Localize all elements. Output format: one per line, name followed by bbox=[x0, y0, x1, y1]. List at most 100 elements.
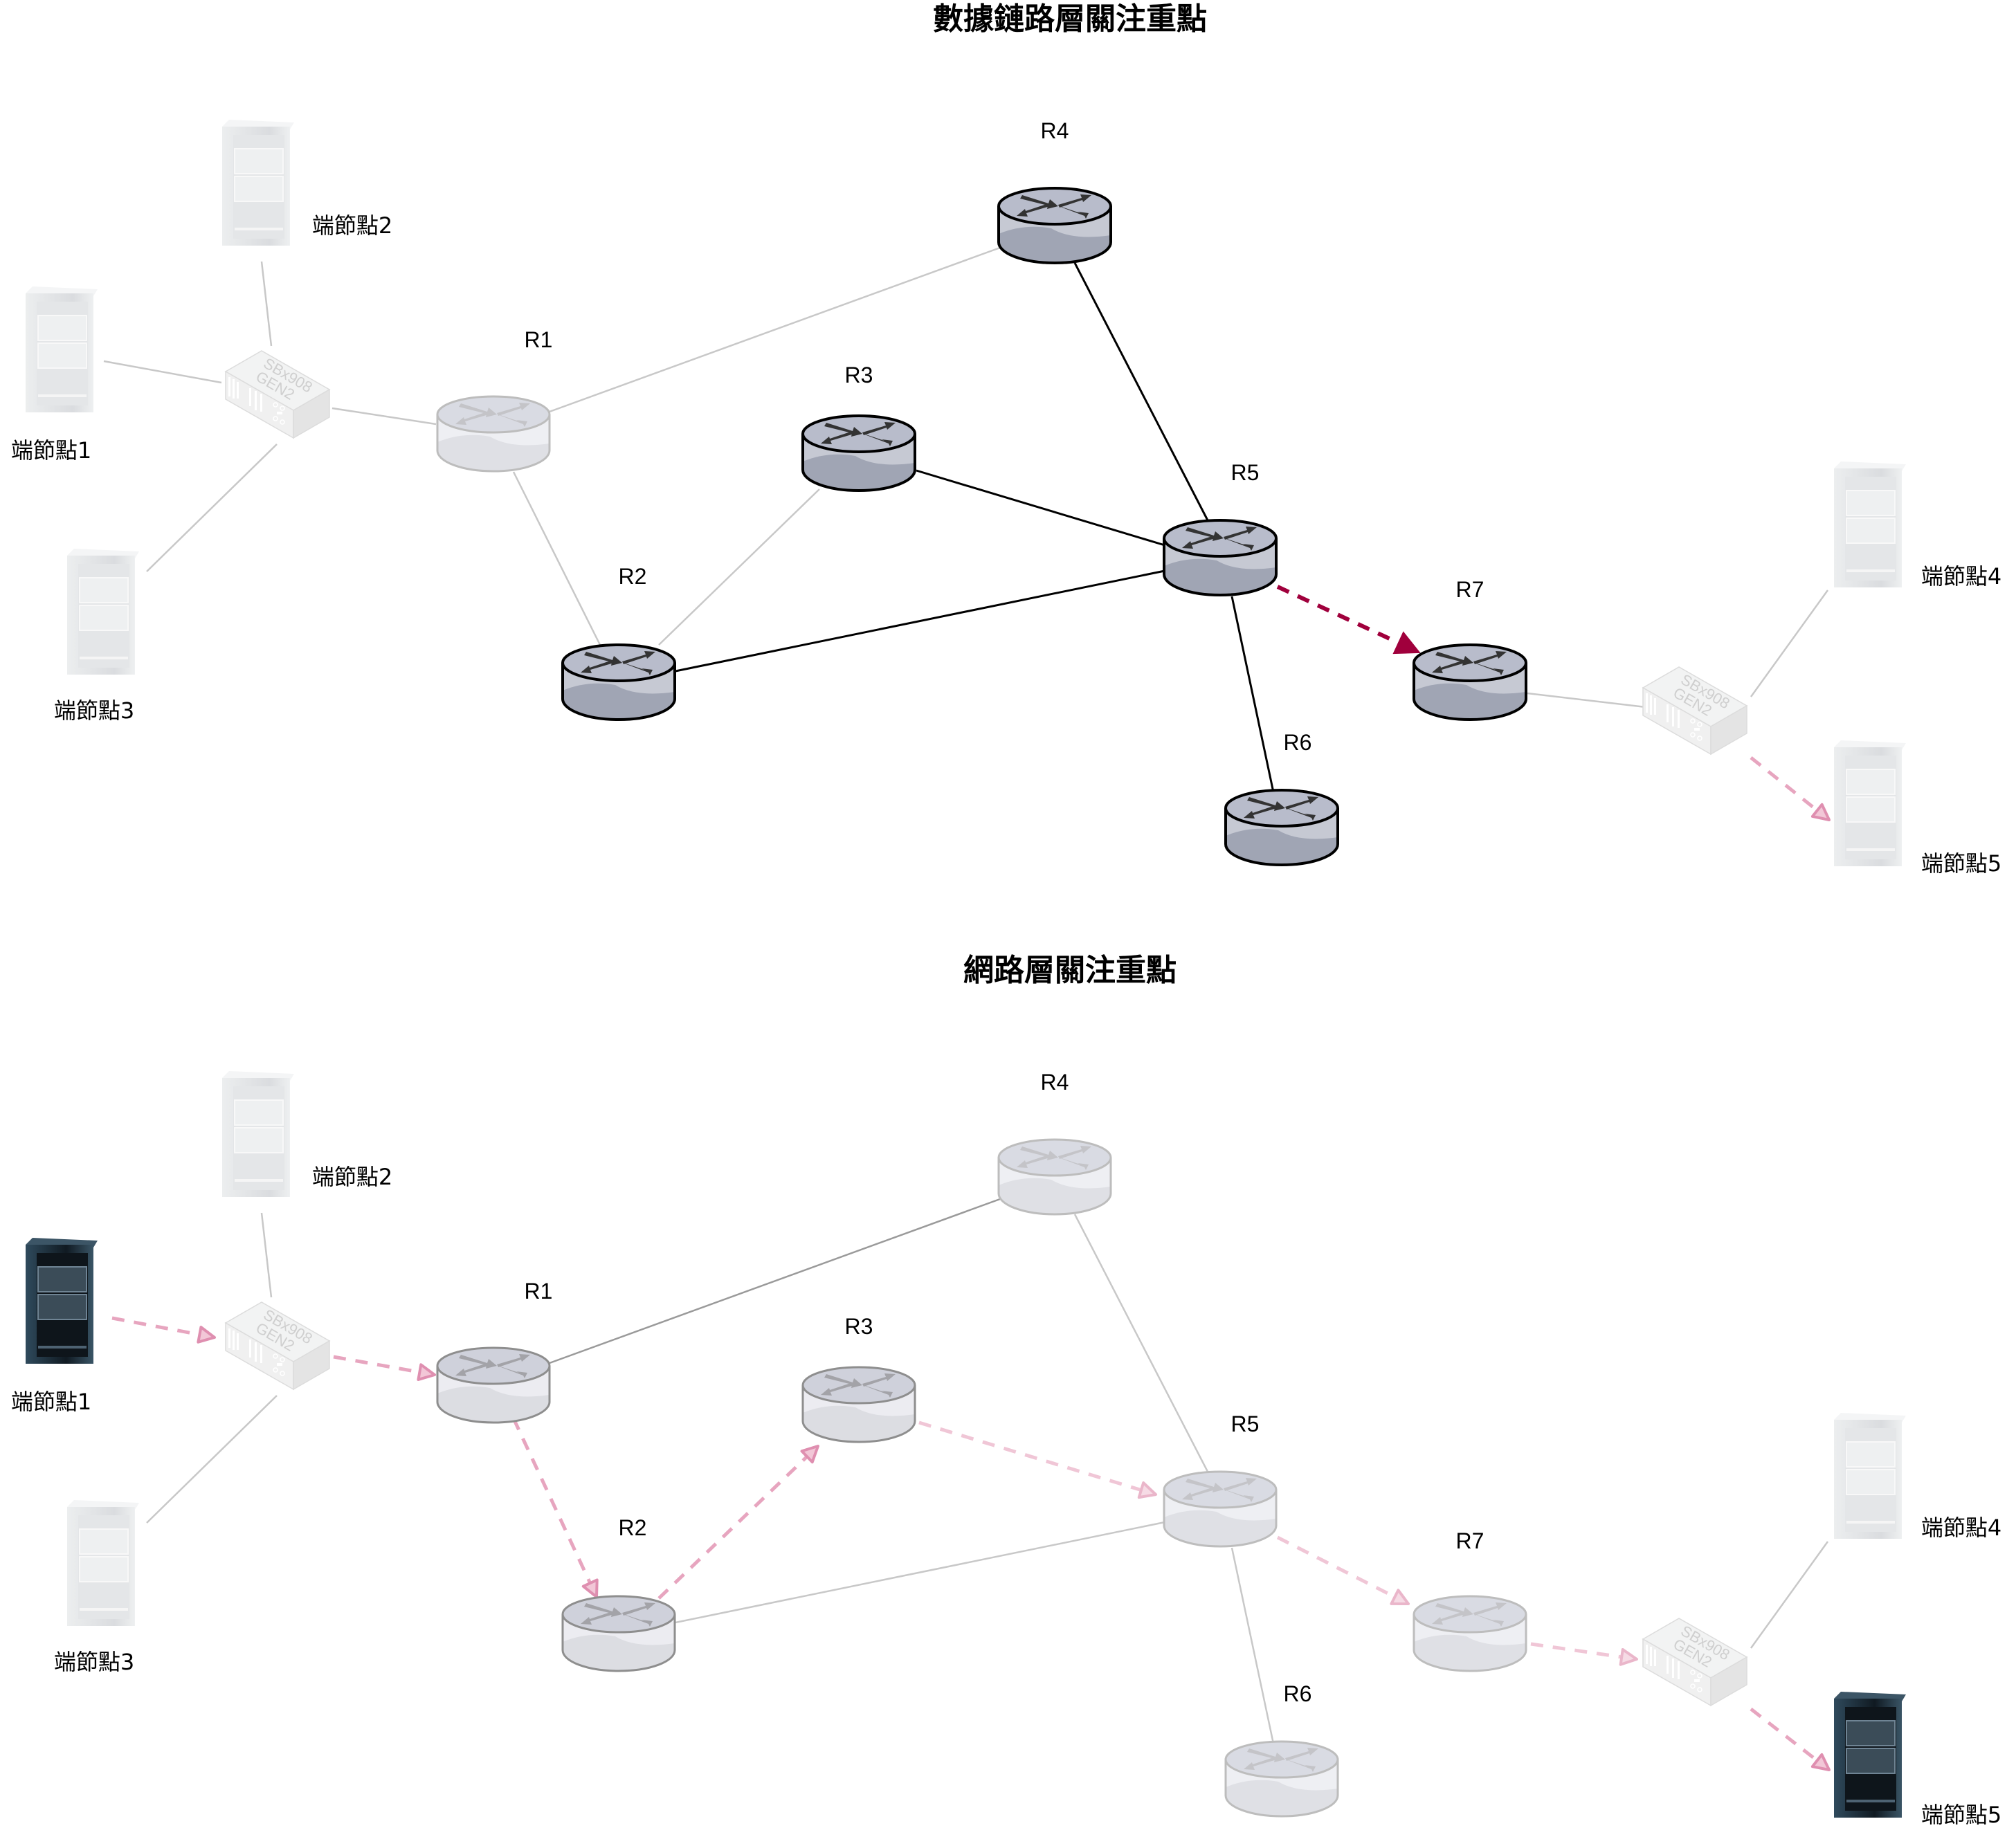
router-r4[interactable]: R4 bbox=[997, 118, 1112, 264]
link-r4-r5 bbox=[1073, 262, 1209, 521]
router-r5[interactable]: R5 bbox=[1163, 1411, 1278, 1548]
router-label: R6 bbox=[1284, 1681, 1312, 1706]
router-label: R1 bbox=[525, 1279, 553, 1304]
server-rack-icon bbox=[25, 286, 98, 413]
router-r6[interactable]: R6 bbox=[1224, 1681, 1339, 1818]
end-node-label: 端節點3 bbox=[54, 1649, 134, 1675]
link-r1-r4 bbox=[549, 1198, 1001, 1364]
server-rack-icon bbox=[1833, 740, 1907, 867]
router-label: R4 bbox=[1041, 118, 1069, 143]
router-r4[interactable]: R4 bbox=[997, 1070, 1112, 1216]
flow-arrow-r1-r2 bbox=[511, 1417, 599, 1598]
link-n2-sw1 bbox=[260, 1212, 273, 1298]
end-node-label: 端節點3 bbox=[54, 697, 134, 724]
server-rack-icon bbox=[66, 1499, 140, 1627]
router-label: R2 bbox=[619, 564, 647, 589]
router-r7[interactable]: R7 bbox=[1413, 1528, 1527, 1672]
flow-arrow-r2-r3 bbox=[657, 1445, 819, 1600]
end-node-label: 端節點2 bbox=[312, 212, 392, 239]
links-layer bbox=[103, 246, 1831, 821]
router-label: R6 bbox=[1284, 730, 1312, 755]
end-node-n3[interactable]: 端節點3 bbox=[54, 548, 140, 724]
router-r5[interactable]: R5 bbox=[1163, 460, 1278, 596]
server-rack-icon bbox=[25, 1237, 98, 1364]
end-node-n5[interactable]: 端節點5 bbox=[1833, 1691, 2001, 1828]
router-label: R3 bbox=[845, 363, 873, 387]
end-node-n5[interactable]: 端節點5 bbox=[1833, 740, 2001, 877]
end-node-label: 端節點5 bbox=[1921, 1802, 2001, 1828]
flow-arrow-r5-r7 bbox=[1276, 585, 1413, 651]
router-label: R7 bbox=[1456, 577, 1484, 602]
router-label: R4 bbox=[1041, 1070, 1069, 1095]
end-node-n3[interactable]: 端節點3 bbox=[54, 1499, 140, 1675]
router-icon bbox=[1163, 519, 1278, 596]
router-r1[interactable]: R1 bbox=[436, 1279, 553, 1424]
router-icon bbox=[801, 1366, 916, 1443]
router-icon bbox=[997, 1138, 1112, 1216]
end-node-label: 端節點4 bbox=[1921, 563, 2001, 590]
link-r1-r4 bbox=[549, 246, 1001, 413]
link-sw2-n4 bbox=[1750, 590, 1829, 697]
link-r5-r6 bbox=[1231, 1547, 1275, 1744]
flow-arrow-sw2-n5 bbox=[1750, 1708, 1831, 1771]
router-label: R3 bbox=[845, 1314, 873, 1339]
panel-2: 網路層關注重點SBx908GEN2SBx908GEN2R1R2R3R4R5R6R… bbox=[11, 953, 2001, 1828]
router-r2[interactable]: R2 bbox=[561, 564, 676, 721]
router-r3[interactable]: R3 bbox=[801, 363, 916, 492]
link-r2-r5 bbox=[675, 569, 1165, 673]
router-label: R2 bbox=[619, 1515, 647, 1540]
server-rack-icon bbox=[221, 119, 295, 246]
link-n3-sw1 bbox=[146, 1395, 278, 1524]
router-icon bbox=[436, 395, 551, 473]
link-n2-sw1 bbox=[260, 261, 273, 347]
end-node-n4[interactable]: 端節點4 bbox=[1833, 1412, 2001, 1541]
router-label: R5 bbox=[1231, 460, 1260, 485]
server-rack-icon bbox=[1833, 1691, 1907, 1818]
router-r3[interactable]: R3 bbox=[801, 1314, 916, 1443]
router-r2[interactable]: R2 bbox=[561, 1515, 676, 1672]
router-r6[interactable]: R6 bbox=[1224, 730, 1339, 866]
end-node-label: 端節點2 bbox=[312, 1164, 392, 1190]
server-rack-icon bbox=[1833, 1412, 1907, 1539]
end-node-n1[interactable]: 端節點1 bbox=[11, 286, 98, 464]
panel-title: 網路層關注重點 bbox=[963, 953, 1177, 988]
router-r7[interactable]: R7 bbox=[1413, 577, 1527, 721]
end-node-n2[interactable]: 端節點2 bbox=[221, 119, 392, 246]
router-icon bbox=[1224, 1740, 1339, 1818]
panel-title: 數據鏈路層關注重點 bbox=[933, 1, 1207, 37]
router-icon bbox=[1224, 789, 1339, 866]
end-node-n2[interactable]: 端節點2 bbox=[221, 1070, 392, 1198]
flow-arrow-sw2-n5 bbox=[1750, 756, 1831, 821]
end-node-label: 端節點5 bbox=[1921, 850, 2001, 877]
router-icon bbox=[1163, 1470, 1278, 1548]
link-sw2-n4 bbox=[1750, 1541, 1829, 1649]
flow-arrow-n1-sw1 bbox=[111, 1316, 216, 1344]
router-icon bbox=[997, 187, 1112, 264]
flow-arrow-r7-sw2 bbox=[1530, 1642, 1638, 1666]
link-r2-r5 bbox=[675, 1521, 1165, 1624]
router-icon bbox=[561, 643, 676, 721]
panel-1: 數據鏈路層關注重點SBx908GEN2SBx908GEN2R1R2R3R4R5R… bbox=[11, 1, 2001, 877]
flow-arrow-r3-r5 bbox=[918, 1420, 1157, 1499]
end-node-n4[interactable]: 端節點4 bbox=[1833, 461, 2001, 590]
router-icon bbox=[1413, 1595, 1527, 1672]
link-r4-r5 bbox=[1073, 1214, 1209, 1472]
router-r1[interactable]: R1 bbox=[436, 327, 552, 473]
link-sw1-r1 bbox=[332, 407, 437, 426]
router-icon bbox=[1413, 643, 1527, 721]
flow-arrow-r5-r7 bbox=[1276, 1535, 1410, 1606]
end-node-n1[interactable]: 端節點1 bbox=[11, 1237, 98, 1415]
link-n1-sw1 bbox=[103, 360, 222, 384]
link-r7-sw2 bbox=[1527, 692, 1646, 709]
links-layer bbox=[111, 1198, 1831, 1771]
link-r2-r3 bbox=[658, 488, 820, 646]
end-node-label: 端節點1 bbox=[11, 1389, 91, 1415]
link-r1-r2 bbox=[512, 471, 601, 646]
server-rack-icon bbox=[221, 1070, 295, 1198]
router-icon bbox=[561, 1595, 676, 1672]
